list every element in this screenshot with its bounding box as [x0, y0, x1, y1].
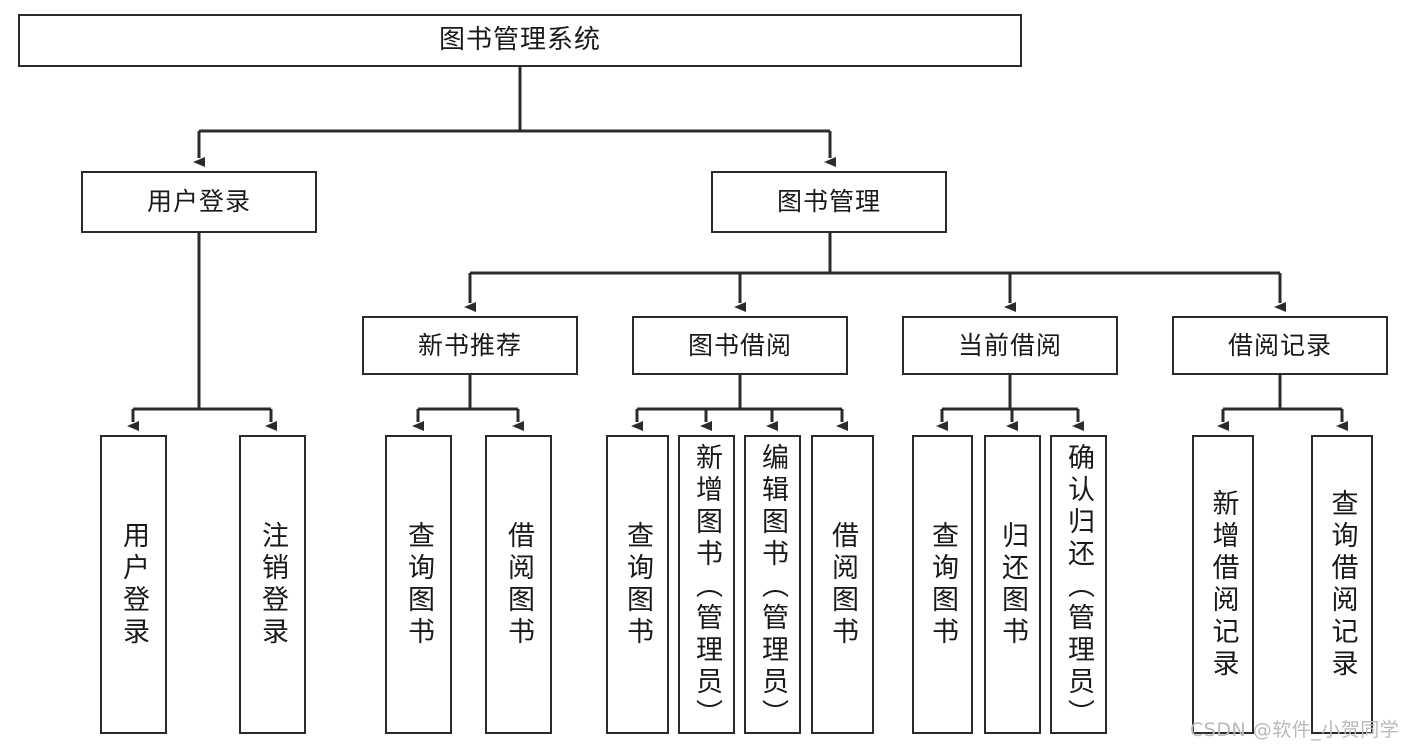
node-leaf-query-book-1-label: 查询图书	[403, 520, 434, 649]
node-leaf-add-record[interactable]: 新增借阅记录	[1192, 435, 1254, 734]
node-leaf-logout-label: 注销登录	[257, 520, 288, 649]
node-leaf-confirm-return-label: 确认归还（管理员）	[1063, 443, 1094, 731]
node-leaf-user-login[interactable]: 用户登录	[100, 435, 167, 734]
node-user-login[interactable]: 用户登录	[81, 171, 317, 233]
node-leaf-add-record-label: 新增借阅记录	[1207, 488, 1239, 681]
node-leaf-logout[interactable]: 注销登录	[239, 435, 306, 734]
node-leaf-query-record-label: 查询借阅记录	[1326, 488, 1358, 681]
node-current-borrow-label: 当前借阅	[957, 330, 1062, 360]
node-borrow-record[interactable]: 借阅记录	[1172, 316, 1388, 375]
node-root[interactable]: 图书管理系统	[18, 14, 1022, 67]
node-leaf-borrow-book-1-label: 借阅图书	[503, 520, 534, 649]
node-leaf-query-book-1[interactable]: 查询图书	[385, 435, 452, 734]
node-leaf-edit-book[interactable]: 编辑图书（管理员）	[744, 435, 801, 734]
node-root-label: 图书管理系统	[438, 25, 601, 56]
node-leaf-borrow-book-2[interactable]: 借阅图书	[811, 435, 874, 734]
node-current-borrow[interactable]: 当前借阅	[902, 316, 1118, 375]
node-book-manage[interactable]: 图书管理	[711, 171, 947, 233]
node-leaf-borrow-book-1[interactable]: 借阅图书	[485, 435, 552, 734]
node-leaf-borrow-book-2-label: 借阅图书	[827, 520, 858, 649]
node-leaf-return-book-label: 归还图书	[997, 520, 1028, 649]
node-leaf-return-book[interactable]: 归还图书	[984, 435, 1041, 734]
node-book-borrow-label: 图书借阅	[687, 330, 792, 360]
node-leaf-edit-book-label: 编辑图书（管理员）	[757, 443, 788, 731]
node-leaf-query-book-2[interactable]: 查询图书	[606, 435, 669, 734]
node-leaf-user-login-label: 用户登录	[118, 520, 149, 649]
node-leaf-query-book-3-label: 查询图书	[927, 520, 958, 649]
csdn-watermark: CSDN @软件_小贺同学	[1190, 719, 1400, 741]
node-borrow-record-label: 借阅记录	[1227, 330, 1332, 360]
node-leaf-query-record[interactable]: 查询借阅记录	[1311, 435, 1373, 734]
node-leaf-query-book-3[interactable]: 查询图书	[912, 435, 973, 734]
node-book-borrow[interactable]: 图书借阅	[632, 316, 848, 375]
node-leaf-add-book[interactable]: 新增图书（管理员）	[678, 435, 735, 734]
node-new-book-recommend[interactable]: 新书推荐	[362, 316, 578, 375]
node-leaf-confirm-return[interactable]: 确认归还（管理员）	[1050, 435, 1107, 734]
node-book-manage-label: 图书管理	[776, 187, 881, 217]
node-user-login-label: 用户登录	[146, 187, 251, 217]
node-leaf-query-book-2-label: 查询图书	[622, 520, 653, 649]
node-new-book-recommend-label: 新书推荐	[417, 330, 522, 360]
node-leaf-add-book-label: 新增图书（管理员）	[691, 443, 722, 731]
